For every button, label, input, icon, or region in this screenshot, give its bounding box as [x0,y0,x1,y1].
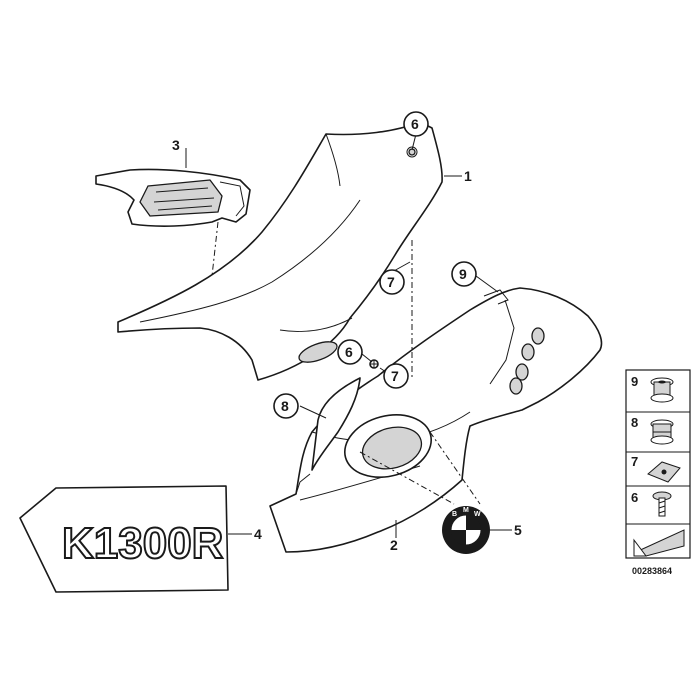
callout-part-7-lower: 7 [383,363,409,389]
decal-suffix: R [192,519,224,568]
callout-part-4: 4 [254,526,262,542]
emblem-letter-m: M [463,507,469,514]
svg-text:8: 8 [281,398,289,414]
legend-item-6: 6 [631,490,672,517]
decal-prefix: K [62,519,94,568]
callout-part-5: 5 [514,522,522,538]
svg-text:9: 9 [459,266,467,282]
svg-text:7: 7 [391,368,399,384]
svg-text:6: 6 [631,490,638,505]
callout-part-1: 1 [464,168,472,184]
bmw-emblem-part-5: B M W [442,506,490,554]
assembly-lines [211,221,481,505]
legend-item-9: 9 [631,374,674,403]
callout-part-6-top: 6 [403,111,429,137]
svg-text:7: 7 [387,274,395,290]
bracket-part-3 [95,168,251,227]
decal-number: 1300 [94,519,192,568]
callout-part-9: 9 [451,261,477,287]
svg-text:6: 6 [345,344,353,360]
spring-nut-icon [647,461,681,483]
side-cover-part-9 [483,289,509,305]
legend-item-7: 7 [631,454,681,483]
legend-item-8: 8 [631,415,674,445]
rubber-grommet-icon [650,419,674,445]
svg-text:7: 7 [631,454,638,469]
direction-arrow-icon [633,529,685,557]
side-panel-part-1 [117,121,443,381]
callout-part-6-mid: 6 [337,339,363,365]
callouts: 1 3 6 7 9 6 7 8 2 4 5 [172,111,522,553]
callout-part-2: 2 [390,537,398,553]
callout-part-8: 8 [273,393,299,419]
callout-part-3: 3 [172,137,180,153]
inner-trim-part-8 [295,377,361,495]
screw-icon [652,491,672,517]
rubber-grommet-icon [650,377,674,403]
svg-text:6: 6 [411,116,419,132]
lower-panel-part-2 [269,287,603,553]
svg-text:9: 9 [631,374,638,389]
hardware-legend: 9 8 7 6 [625,369,691,559]
svg-text:K1300R: K1300R [62,519,223,568]
reference-code: 00283864 [632,566,672,576]
svg-text:8: 8 [631,415,638,430]
emblem-letter-w: W [474,511,481,518]
callout-part-7-upper: 7 [379,269,405,295]
emblem-letter-b: B [452,511,457,518]
model-decal-part-4: K1300R [19,485,229,593]
